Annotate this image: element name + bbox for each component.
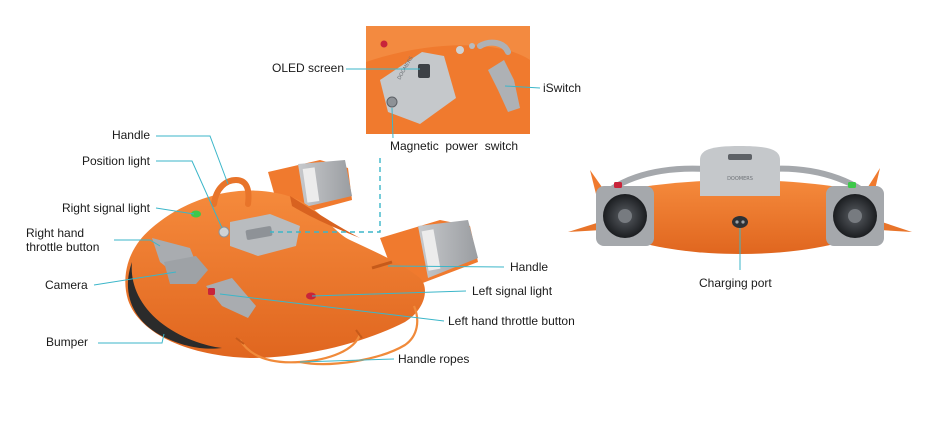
right-signal-light-dot [191, 210, 201, 218]
leader-lines [93, 68, 741, 363]
position-light-dot [218, 226, 230, 238]
rear-view: DOOMERS [568, 146, 912, 254]
label-handle-ropes: Handle ropes [398, 352, 470, 366]
charging-port-shape [732, 216, 748, 228]
label-oled-screen: OLED screen [272, 61, 345, 75]
rear-brand-text: DOOMERS [727, 176, 753, 182]
label-charging-port: Charging port [699, 276, 772, 290]
handle-loop [211, 176, 252, 207]
bumper-shape [127, 262, 222, 349]
hull [125, 190, 426, 358]
inset-plate [380, 52, 456, 124]
magnetic-switch-dot [386, 96, 398, 108]
inset-dashed-connector [270, 158, 381, 233]
left-throttle-arm [206, 278, 256, 318]
oled-window [418, 64, 430, 78]
left-signal-light-dot [306, 292, 316, 300]
label-left-hand-throttle-button: Left hand throttle button [448, 314, 575, 328]
inset-closeup: DOOMERS [366, 26, 530, 134]
label-iswitch: iSwitch [543, 81, 582, 95]
main-board [125, 160, 478, 366]
label-handle-top: Handle [111, 128, 150, 142]
label-bumper: Bumper [46, 335, 89, 349]
label-right-hand-throttle-2: throttle button [26, 240, 100, 254]
label-position-light: Position light [81, 154, 150, 168]
camera-block [164, 256, 208, 284]
label-camera: Camera [45, 278, 88, 292]
label-handle-right: Handle [510, 260, 549, 274]
label-right-signal-light: Right signal light [61, 201, 150, 215]
iswitch-handle [488, 60, 520, 112]
rear-console [700, 146, 780, 196]
label-right-hand-throttle-1: Right hand [26, 226, 85, 240]
label-left-signal-light: Left signal light [472, 284, 553, 298]
label-magnetic-power-switch: Magnetic power switch [390, 139, 519, 153]
